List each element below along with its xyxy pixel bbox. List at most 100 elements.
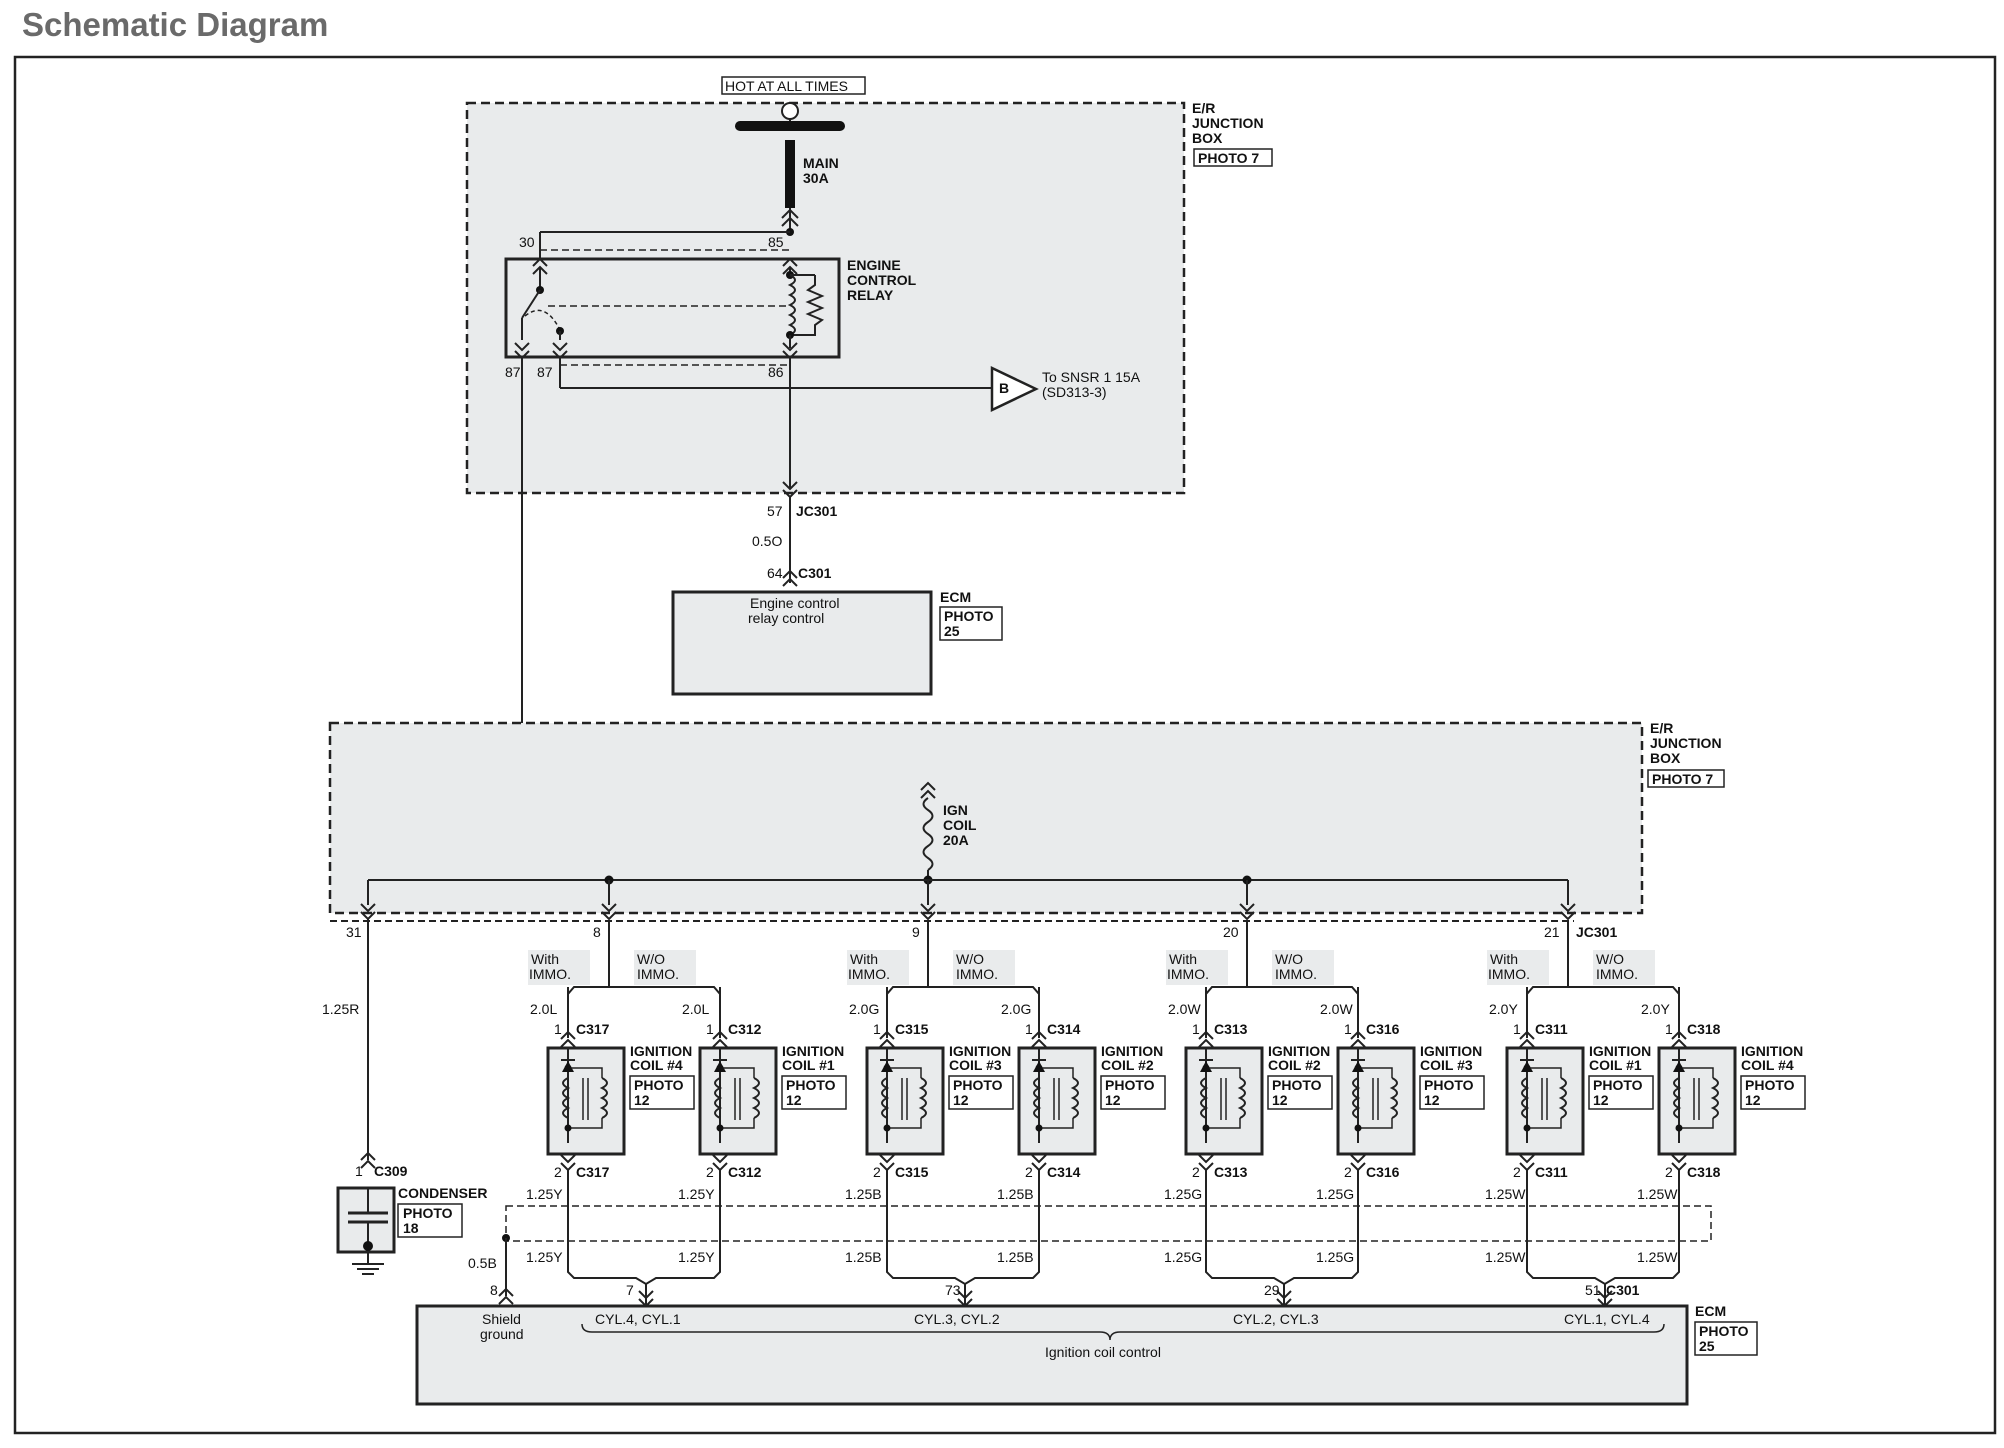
ecm-pin-8: 8 — [490, 1282, 498, 1298]
coil-body — [546, 1046, 626, 1156]
coil-name: IGNITION — [1589, 1043, 1651, 1059]
coil-name: COIL #3 — [1420, 1057, 1473, 1073]
jbox-pin-31: 31 — [346, 924, 362, 940]
jbox-pin-21: 21 — [1544, 924, 1560, 940]
junction-dot — [1035, 1064, 1043, 1072]
svg-text:18: 18 — [403, 1220, 419, 1236]
pin-2-label: 2 — [1192, 1164, 1200, 1180]
svg-text:25: 25 — [1699, 1338, 1715, 1354]
connector-arrow — [879, 1154, 895, 1172]
wo-immo-bg — [1593, 950, 1655, 985]
connector-label: C313 — [1214, 1021, 1248, 1037]
svg-text:PHOTO 7: PHOTO 7 — [1652, 771, 1713, 787]
wire-top-label: 2.0G — [849, 1001, 879, 1017]
coil-name: IGNITION — [1741, 1043, 1803, 1059]
ign-fuse-rating: 20A — [943, 832, 969, 848]
connector-arrow — [1198, 1154, 1214, 1172]
wire-bottom-label: 1.25Y — [526, 1249, 563, 1265]
lower-junction-box: E/R JUNCTION BOX PHOTO 7 — [328, 720, 1725, 915]
with-immo-label: IMMO. — [1167, 966, 1209, 982]
connector-label: C314 — [1047, 1021, 1081, 1037]
wire-top-label: 2.0L — [682, 1001, 709, 1017]
wo-immo-bg — [1272, 950, 1334, 985]
connector-label: C316 — [1366, 1021, 1400, 1037]
svg-text:25: 25 — [944, 623, 960, 639]
pin-2-label: 2 — [706, 1164, 714, 1180]
connector-arrow — [1519, 1030, 1535, 1048]
pin-1-label: 1 — [1344, 1021, 1352, 1037]
svg-text:relay control: relay control — [748, 610, 824, 626]
wire-bottom-label: 1.25B — [997, 1186, 1034, 1202]
with-immo-label: IMMO. — [529, 966, 571, 982]
svg-text:JUNCTION: JUNCTION — [1650, 735, 1722, 751]
connector-label: C317 — [576, 1021, 610, 1037]
pin-2-label: 2 — [1665, 1164, 1673, 1180]
secondary-winding-icon — [599, 1077, 608, 1119]
connector-label: C317 — [576, 1164, 610, 1180]
merge-wire — [886, 1270, 1040, 1286]
with-immo-label: IMMO. — [1488, 966, 1530, 982]
connector-arrow — [560, 1030, 576, 1048]
connector-label: C313 — [1214, 1164, 1248, 1180]
connector-arrow — [712, 1154, 728, 1172]
junction-dot — [1202, 1064, 1210, 1072]
photo-label: PHOTO — [1593, 1077, 1643, 1093]
coil-body — [1184, 1046, 1264, 1156]
merge-wire — [1205, 1270, 1359, 1286]
wire-top-label: 2.0Y — [1489, 1001, 1518, 1017]
svg-text:JUNCTION: JUNCTION — [1192, 115, 1264, 131]
wire-bottom-label: 1.25G — [1316, 1186, 1354, 1202]
ign-fuse-label: IGN — [943, 802, 968, 818]
coil-link — [1039, 1118, 1074, 1129]
with-immo-bg — [1166, 950, 1228, 985]
svg-text:BOX: BOX — [1192, 130, 1223, 146]
coil-name: IGNITION — [1268, 1043, 1330, 1059]
primary-winding-icon — [1521, 1077, 1530, 1119]
connector-label: C312 — [728, 1021, 762, 1037]
wire-0-5o: 0.5O — [752, 533, 782, 549]
svg-text:CONDENSER: CONDENSER — [398, 1185, 487, 1201]
connector-arrow — [1519, 1154, 1535, 1172]
coil-name: IGNITION — [1101, 1043, 1163, 1059]
junction-dot — [883, 1064, 891, 1072]
wire-bottom-label: 1.25Y — [678, 1186, 715, 1202]
photo-label: 12 — [1272, 1092, 1288, 1108]
coil-body — [698, 1046, 778, 1156]
pin-1-label: 1 — [706, 1021, 714, 1037]
coil-link — [887, 1118, 922, 1129]
merge-wire — [567, 1270, 721, 1286]
cylinder-label: CYL.2, CYL.3 — [1233, 1311, 1319, 1327]
coil-body — [1657, 1046, 1737, 1156]
junction-dot — [1523, 1124, 1531, 1132]
svg-text:Shield: Shield — [482, 1311, 521, 1327]
wo-immo-label: W/O — [1275, 951, 1303, 967]
coil-link — [1206, 1067, 1241, 1078]
jc301-lower-label: JC301 — [1576, 924, 1617, 940]
merge-wire — [1526, 1270, 1680, 1286]
secondary-winding-icon — [918, 1077, 927, 1119]
photo-label: 12 — [634, 1092, 650, 1108]
ecm-pin-label: 29 — [1264, 1282, 1280, 1298]
connector-arrow — [1031, 1030, 1047, 1048]
photo-label: 12 — [1424, 1092, 1440, 1108]
coil-name: COIL #2 — [1268, 1057, 1321, 1073]
connector-arrow — [879, 1030, 895, 1048]
pin-1-label: 1 — [1513, 1021, 1521, 1037]
ecm-pin-label: 51 — [1585, 1282, 1601, 1298]
pin-1-label: 1 — [873, 1021, 881, 1037]
wire-top-label: 2.0W — [1320, 1001, 1353, 1017]
wire-bottom-label: 1.25B — [997, 1249, 1034, 1265]
with-immo-label: With — [531, 951, 559, 967]
with-immo-label: With — [1490, 951, 1518, 967]
primary-winding-icon — [1033, 1077, 1042, 1119]
photo-label: 12 — [1745, 1092, 1761, 1108]
pin-1-label: 1 — [1665, 1021, 1673, 1037]
wire-bottom-label: 1.25G — [1164, 1249, 1202, 1265]
coil-link — [887, 1067, 922, 1078]
connector-b-arrow — [990, 366, 1039, 412]
svg-text:Ignition coil control: Ignition coil control — [1045, 1344, 1161, 1360]
wo-immo-label: W/O — [637, 951, 665, 967]
